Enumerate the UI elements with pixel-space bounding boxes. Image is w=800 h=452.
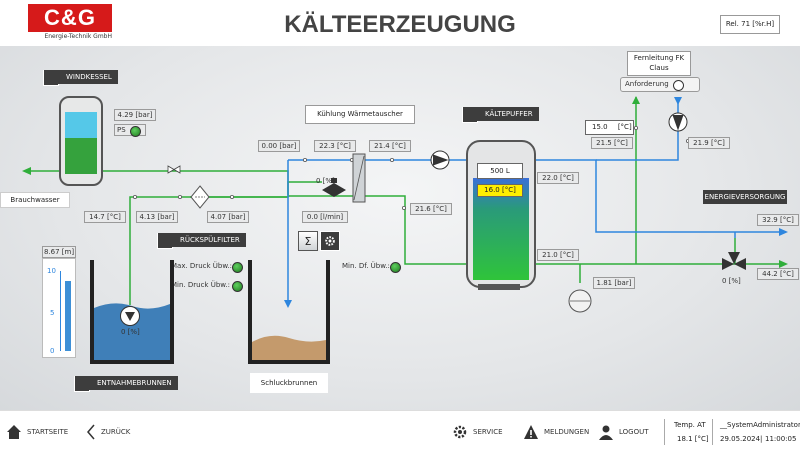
kuehlung-settings-icon[interactable] bbox=[320, 231, 340, 251]
schluckbrunnen-label: Schluckbrunnen bbox=[250, 373, 328, 393]
puffer-volume: 500 L bbox=[477, 163, 523, 179]
filter-pressure-out: 4.07 [bar] bbox=[207, 211, 249, 223]
energie-temp-top: 32.9 [°C] bbox=[757, 214, 799, 226]
logout-label: LOGOUT bbox=[619, 428, 649, 436]
page-title: KÄLTEERZEUGUNG bbox=[284, 11, 516, 38]
fernleitung-temp-left: 21.5 [°C] bbox=[591, 137, 633, 149]
home-icon bbox=[7, 425, 21, 439]
warning-icon bbox=[524, 425, 538, 439]
anforderung-indicator bbox=[673, 80, 684, 91]
filter-title[interactable]: RÜCKSPÜLFILTER bbox=[158, 233, 246, 247]
fernleitung-title: Fernleitung FK Claus bbox=[627, 51, 691, 76]
kaeltepuffer-title[interactable]: KÄLTEPUFFER bbox=[463, 107, 539, 121]
well-pump-value: 0 [%] bbox=[121, 328, 140, 336]
startseite-button[interactable]: STARTSEITE bbox=[6, 423, 68, 441]
chevron-left-icon bbox=[87, 424, 95, 440]
footer-bar: STARTSEITE ZURÜCK SERVICE MELDUNGEN LOGO… bbox=[0, 410, 800, 452]
fernleitung-setpoint: 15.0 bbox=[592, 123, 608, 131]
schluckbrunnen-pit bbox=[248, 260, 330, 364]
meldungen-button[interactable]: MELDUNGEN bbox=[523, 423, 589, 441]
min-df-led bbox=[390, 262, 401, 273]
logo-mark: C&G bbox=[28, 4, 112, 32]
sigma-label: Σ bbox=[304, 235, 312, 248]
windkessel-tank bbox=[59, 96, 103, 186]
temp-at-label: Temp. AT bbox=[674, 421, 706, 429]
filter-max-led bbox=[232, 262, 243, 273]
company-logo: C&G Energie-Technik GmbH bbox=[28, 4, 112, 42]
fernleitung-unit: [°C] bbox=[617, 123, 632, 131]
kuehlung-valve-value: 0 [%] bbox=[316, 177, 335, 185]
windkessel-title[interactable]: WINDKESSEL bbox=[44, 70, 118, 84]
logout-button[interactable]: LOGOUT bbox=[598, 423, 649, 441]
gauge-ticks bbox=[60, 271, 64, 351]
current-date: 29.05.2024 bbox=[720, 435, 761, 443]
filter-max-label: Max. Druck Übw.: bbox=[171, 262, 232, 270]
puffer-pressure: 1.81 [bar] bbox=[593, 277, 635, 289]
filter-min-label: Min. Druck Übw.: bbox=[171, 281, 230, 289]
divider bbox=[664, 419, 665, 445]
rel-humidity-readout: Rel. 71 [%r.H] bbox=[720, 15, 780, 34]
sediment bbox=[252, 335, 326, 360]
sigma-counter-button[interactable]: Σ bbox=[298, 231, 318, 251]
well-level-gauge: 10 5 0 bbox=[42, 258, 76, 358]
current-time: 11:00:05 bbox=[765, 435, 797, 443]
fernleitung-setpoint-box[interactable]: 15.0 [°C] bbox=[585, 120, 634, 135]
windkessel-water bbox=[65, 112, 97, 138]
kuehlung-pressure: 0.00 [bar] bbox=[258, 140, 300, 152]
gauge-fill bbox=[65, 281, 71, 351]
service-button[interactable]: SERVICE bbox=[452, 423, 503, 441]
anforderung-field[interactable]: Anforderung bbox=[620, 77, 700, 92]
service-label: SERVICE bbox=[473, 428, 503, 436]
zurueck-button[interactable]: ZURÜCK bbox=[86, 423, 130, 441]
windkessel-pressure: 4.29 [bar] bbox=[114, 109, 156, 121]
puffer-temp-bottom: 21.0 [°C] bbox=[537, 249, 579, 261]
kuehlung-temp-right: 21.4 [°C] bbox=[369, 140, 411, 152]
windkessel-green bbox=[65, 138, 97, 174]
user-icon bbox=[599, 425, 613, 440]
min-df-label: Min. Df. Übw.: bbox=[342, 262, 390, 270]
kuehlung-flow: 0.0 [l/min] bbox=[302, 211, 348, 223]
zurueck-label: ZURÜCK bbox=[101, 428, 131, 436]
windkessel-ps-led bbox=[130, 126, 141, 137]
temp-at-value: 18.1 [°C] bbox=[677, 435, 709, 443]
well-pump-icon[interactable] bbox=[120, 306, 140, 326]
kuehlung-temp-mid: 22.3 [°C] bbox=[314, 140, 356, 152]
gauge-scale-5: 5 bbox=[50, 309, 55, 317]
pipe-network bbox=[22, 96, 788, 313]
gauge-scale-0: 0 bbox=[50, 347, 55, 355]
gear-icon bbox=[453, 425, 467, 439]
well-water bbox=[94, 303, 170, 360]
header: C&G Energie-Technik GmbH KÄLTEERZEUGUNG … bbox=[0, 0, 800, 46]
filter-temp: 14.7 [°C] bbox=[84, 211, 126, 223]
puffer-foot bbox=[478, 284, 520, 290]
gauge-scale-10: 10 bbox=[47, 267, 56, 275]
energie-valve-value: 0 [%] bbox=[722, 277, 741, 285]
meldungen-label: MELDUNGEN bbox=[544, 428, 590, 436]
entnahmebrunnen-pit bbox=[90, 260, 174, 364]
filter-min-led bbox=[232, 281, 243, 292]
energieversorgung-title[interactable]: ENERGIEVERSORGUNG bbox=[703, 190, 787, 204]
brauchwasser-label: Brauchwasser bbox=[0, 192, 70, 208]
kuehlung-title: Kühlung Wärmetauscher bbox=[305, 105, 415, 124]
puffer-temp-left: 21.6 [°C] bbox=[410, 203, 452, 215]
process-diagram: WINDKESSEL 4.29 [bar] PS Brauchwasser 14… bbox=[0, 46, 800, 410]
startseite-label: STARTSEITE bbox=[27, 428, 69, 436]
entnahme-title[interactable]: ENTNAHMEBRUNNEN bbox=[75, 376, 178, 390]
filter-pressure-in: 4.13 [bar] bbox=[136, 211, 178, 223]
energie-temp-bottom: 44.2 [°C] bbox=[757, 268, 799, 280]
divider bbox=[712, 419, 713, 445]
puffer-temp-top: 22.0 [°C] bbox=[537, 172, 579, 184]
anforderung-label: Anforderung bbox=[625, 80, 669, 88]
current-user: __SystemAdministrator bbox=[720, 421, 800, 429]
fernleitung-temp-right: 21.9 [°C] bbox=[688, 137, 730, 149]
well-level-readout: 8.67 [m] bbox=[42, 246, 76, 258]
logo-subtitle: Energie-Technik GmbH bbox=[44, 33, 112, 40]
ps-label: PS bbox=[117, 126, 126, 134]
puffer-setpoint[interactable]: 16.0 [°C] bbox=[477, 184, 523, 197]
time-separator: | bbox=[760, 435, 763, 443]
